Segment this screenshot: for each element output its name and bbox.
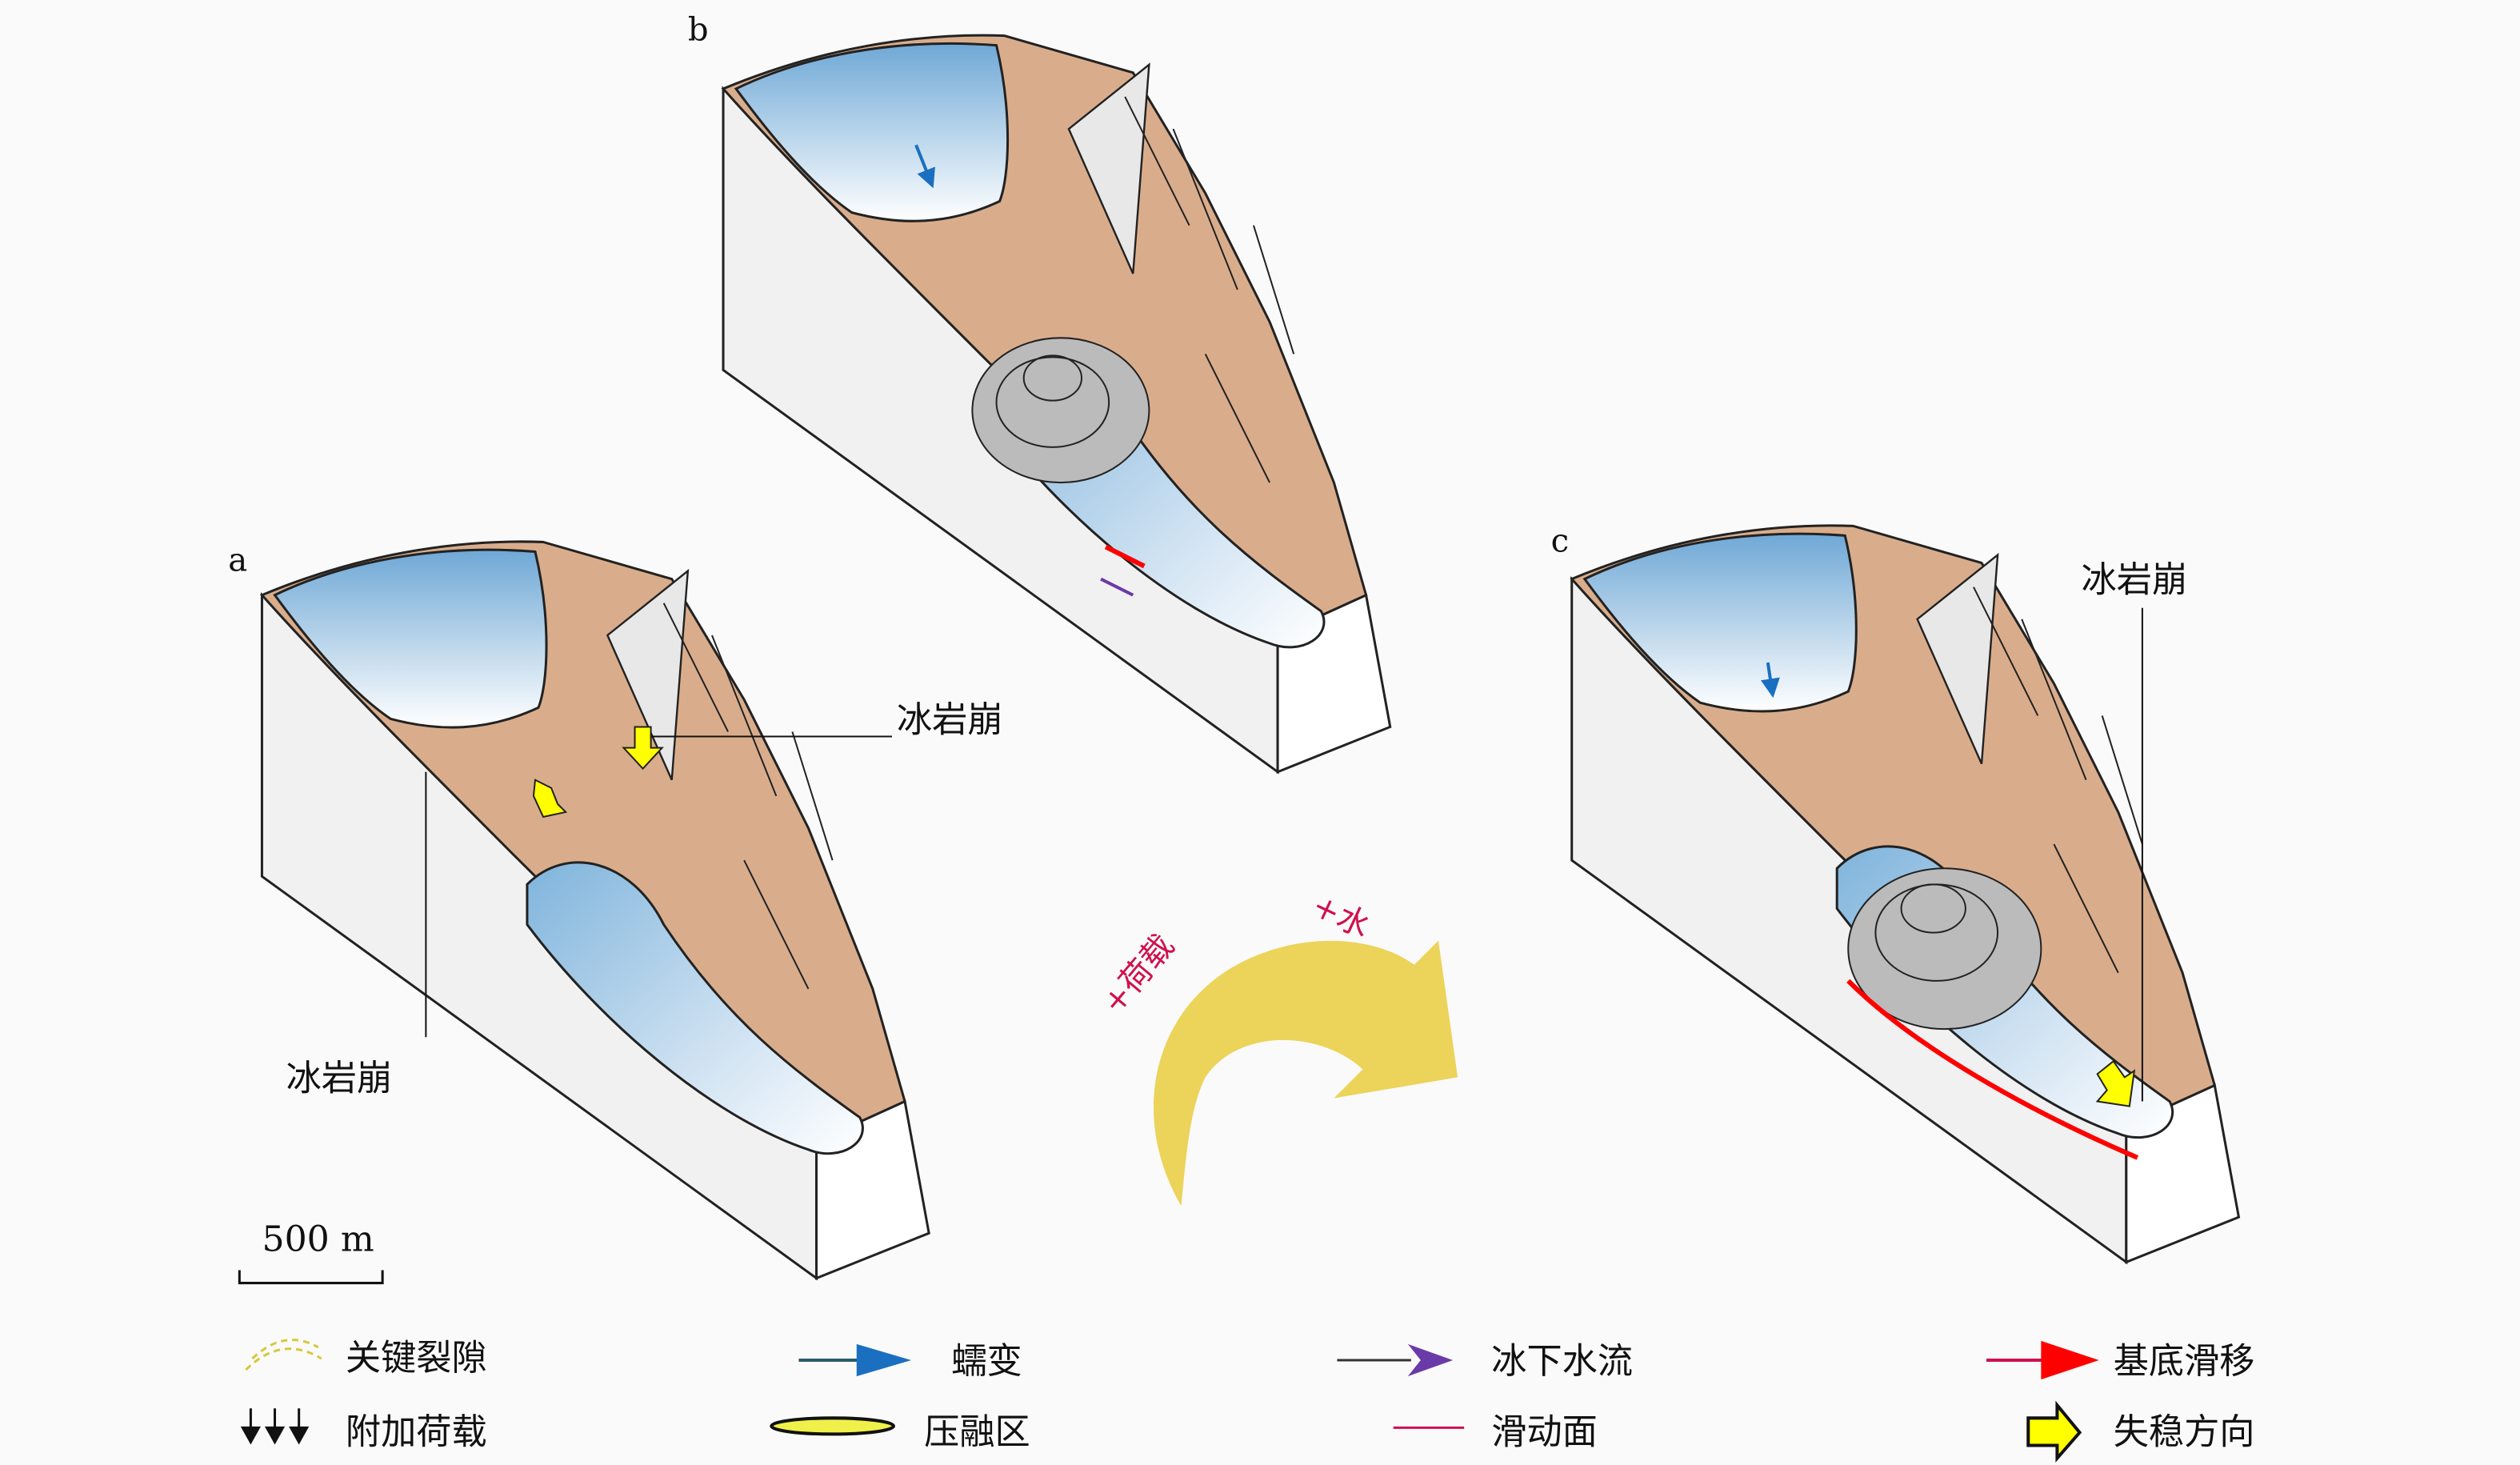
transition-arrow: +荷载 +水 bbox=[1095, 887, 1458, 1207]
scale-bar: 500 m bbox=[238, 1219, 384, 1285]
purple-arrow-icon bbox=[1407, 1343, 1454, 1377]
panel-b-letter: b bbox=[688, 12, 709, 49]
legend-item-slide-plane: 滑动面 bbox=[1393, 1411, 1598, 1452]
down-arrows-icon bbox=[240, 1408, 310, 1445]
legend-label: 滑动面 bbox=[1491, 1411, 1598, 1452]
blue-arrow-icon bbox=[856, 1343, 912, 1377]
callout-ice-rock-avalanche-top: 冰岩崩 bbox=[897, 699, 1003, 740]
instability-arrow bbox=[2095, 1059, 2136, 1107]
panel-c-letter: c bbox=[1551, 522, 1570, 559]
callout-ice-rock-avalanche-bottom: 冰岩崩 bbox=[286, 1058, 393, 1099]
instability-arrow bbox=[622, 726, 664, 771]
panel-b: b bbox=[688, 12, 1392, 774]
legend-item-subglacial-water: 冰下水流 bbox=[1337, 1341, 1633, 1382]
water-label: +水 bbox=[1306, 887, 1375, 946]
ice-mass bbox=[971, 337, 1150, 484]
legend-item-key-fissure: 关键裂隙 bbox=[245, 1338, 487, 1379]
yellow-arrow-icon bbox=[2026, 1400, 2082, 1463]
load-label: +荷载 bbox=[1095, 928, 1182, 1022]
legend-label: 蠕变 bbox=[951, 1341, 1022, 1382]
legend-item-instability: 失稳方向 bbox=[2026, 1400, 2255, 1463]
scale-bar-label: 500 m bbox=[262, 1219, 374, 1259]
callout-ice-rock-avalanche: 冰岩崩 bbox=[2082, 560, 2188, 601]
red-arrow-icon bbox=[2041, 1340, 2099, 1380]
yellow-ellipse-icon bbox=[770, 1416, 895, 1436]
creep-arrow bbox=[914, 144, 935, 189]
panel-a: a 冰岩崩 冰岩崩 bbox=[228, 540, 1003, 1280]
water-arrow bbox=[1100, 577, 1134, 597]
legend-label: 冰下水流 bbox=[1491, 1341, 1633, 1382]
legend-item-additional-load: 附加荷载 bbox=[240, 1408, 487, 1452]
legend-item-pressure-melt: 压融区 bbox=[770, 1411, 1030, 1452]
legend-item-basal-slip: 基底滑移 bbox=[1986, 1340, 2255, 1382]
legend-label: 附加荷载 bbox=[346, 1411, 487, 1452]
legend-label: 压融区 bbox=[924, 1411, 1030, 1452]
legend-item-creep: 蠕变 bbox=[798, 1341, 1022, 1382]
ice-mass bbox=[1847, 867, 2042, 1031]
legend-label: 失稳方向 bbox=[2114, 1411, 2255, 1452]
legend-label: 关键裂隙 bbox=[346, 1338, 487, 1379]
legend: 关键裂隙 蠕变 冰下水流 基底滑移 附加荷载 压融区 滑动面 bbox=[240, 1338, 2255, 1463]
panel-a-letter: a bbox=[228, 542, 247, 579]
fissure-icon bbox=[245, 1339, 322, 1371]
legend-label: 基底滑移 bbox=[2114, 1341, 2255, 1382]
panel-c: c 冰岩崩 bbox=[1551, 522, 2240, 1263]
slip-arrow bbox=[1104, 544, 1146, 569]
slide-plane bbox=[1846, 979, 2139, 1160]
